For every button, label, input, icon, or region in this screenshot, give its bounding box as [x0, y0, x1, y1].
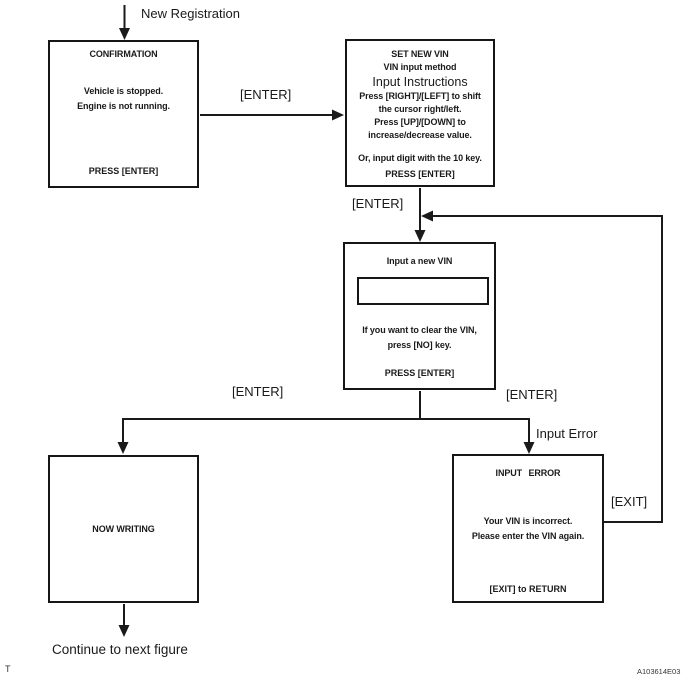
- arrow-down-icon: [119, 28, 130, 40]
- box-text: Vehicle is stopped.: [83, 86, 164, 96]
- exit-to-return-label: [EXIT] to RETURN: [489, 584, 567, 594]
- box-text: Your VIN is incorrect.: [483, 516, 573, 526]
- press-enter-label: PRESS [ENTER]: [88, 166, 159, 176]
- box-text: Or, input digit with the 10 key.: [358, 153, 482, 163]
- enter-label: [ENTER]: [506, 387, 558, 402]
- enter-label: [ENTER]: [352, 196, 404, 211]
- input-error-box: INPUT ERROR Your VIN is incorrect. Pleas…: [452, 454, 604, 603]
- enter-label: [ENTER]: [240, 87, 292, 102]
- figure-code: A103614E03: [637, 667, 681, 676]
- box-text: press [NO] key.: [387, 340, 452, 350]
- box-subtitle: VIN input method: [383, 62, 457, 72]
- arrow-down-icon: [118, 625, 130, 637]
- arrow-down-icon: [414, 230, 426, 242]
- arrow-down-icon: [523, 442, 535, 454]
- box-title: INPUT ERROR: [495, 468, 561, 478]
- press-enter-label: PRESS [ENTER]: [384, 368, 455, 378]
- box-text: Please enter the VIN again.: [471, 531, 585, 541]
- press-enter-label: PRESS [ENTER]: [385, 169, 455, 179]
- exit-edge-label: [EXIT]: [611, 494, 648, 509]
- now-writing-box: NOW WRITING: [48, 455, 199, 603]
- confirmation-box: CONFIRMATION Vehicle is stopped. Engine …: [48, 40, 199, 188]
- box-title: CONFIRMATION: [89, 49, 158, 59]
- arrow-right-icon: [332, 109, 344, 121]
- box-text: Engine is not running.: [77, 101, 170, 111]
- footer-left-mark: T: [5, 664, 11, 674]
- continue-label: Continue to next figure: [52, 642, 188, 657]
- entry-label: New Registration: [141, 6, 240, 21]
- box-text: the cursor right/left.: [378, 104, 462, 114]
- arrow-left-icon: [421, 210, 433, 222]
- box-title: Input a new VIN: [386, 256, 453, 266]
- box-text: increase/decrease value.: [368, 130, 472, 140]
- arrow-down-icon: [117, 442, 129, 454]
- box-text: Press [RIGHT]/[LEFT] to shift: [359, 91, 481, 101]
- box-heading: Input Instructions: [372, 75, 468, 89]
- vin-input-field: [357, 277, 489, 305]
- input-new-vin-box: Input a new VIN If you want to clear the…: [343, 242, 496, 390]
- box-title: SET NEW VIN: [391, 49, 449, 59]
- box-text: If you want to clear the VIN,: [362, 325, 477, 335]
- set-new-vin-box: SET NEW VIN VIN input method Input Instr…: [345, 39, 495, 187]
- input-error-edge-label: Input Error: [536, 426, 598, 441]
- box-text: Press [UP]/[DOWN] to: [374, 117, 466, 127]
- box-title: NOW WRITING: [92, 523, 155, 534]
- enter-label: [ENTER]: [232, 384, 284, 399]
